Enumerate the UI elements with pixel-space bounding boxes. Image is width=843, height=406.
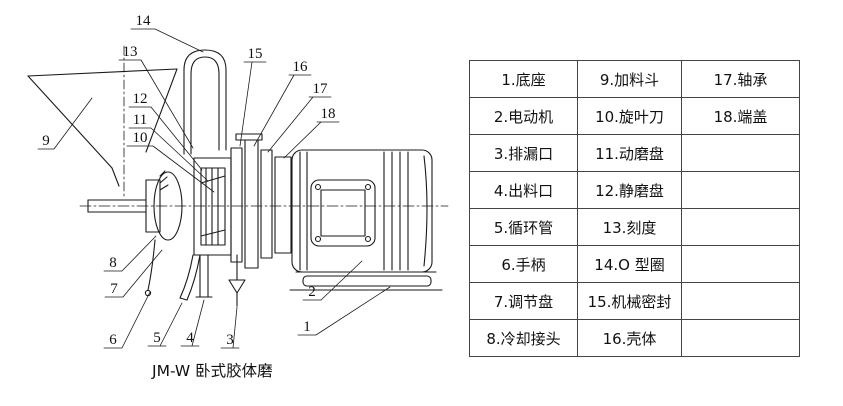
- table-cell: 13.刻度: [577, 208, 682, 246]
- table-cell: [681, 171, 800, 209]
- table-row: 4.出料口 12.静磨盘: [469, 171, 800, 209]
- table-cell: 9.加料斗: [577, 60, 682, 98]
- callout-14: 14: [136, 13, 152, 29]
- callout-11: 11: [133, 112, 147, 128]
- table-cell: 7.调节盘: [469, 282, 578, 320]
- callout-18: 18: [321, 106, 336, 122]
- callout-16: 16: [293, 59, 309, 75]
- table-row: 1.底座 9.加料斗 17.轴承: [469, 60, 800, 98]
- callout-4: 4: [186, 330, 194, 346]
- seal-plates: [230, 133, 292, 269]
- table-cell: 10.旋叶刀: [577, 97, 682, 135]
- adjusting-disc: [145, 170, 183, 241]
- callout-5: 5: [153, 330, 161, 346]
- callout-9: 9: [42, 133, 50, 149]
- table-cell: 11.动磨盘: [577, 134, 682, 172]
- table-cell: 14.O 型圈: [577, 245, 682, 283]
- callout-2: 2: [308, 284, 316, 300]
- callout-7: 7: [110, 281, 118, 297]
- table-cell: 16.壳体: [577, 319, 682, 357]
- table-row: 6.手柄 14.O 型圈: [469, 245, 800, 283]
- table-cell: 6.手柄: [469, 245, 578, 283]
- table-cell: [681, 134, 800, 172]
- outlet-pipe: [195, 254, 213, 298]
- callout-15: 15: [248, 46, 263, 62]
- table-cell: 17.轴承: [681, 60, 800, 98]
- table-cell: 12.静磨盘: [577, 171, 682, 209]
- callout-8: 8: [109, 255, 117, 271]
- callout-1: 1: [303, 319, 311, 335]
- callout-12: 12: [133, 91, 148, 107]
- table-row: 5.循环管 13.刻度: [469, 208, 800, 246]
- table-row: 3.排漏口 11.动磨盘: [469, 134, 800, 172]
- table-row: 7.调节盘 15.机械密封: [469, 282, 800, 320]
- table-cell: [681, 208, 800, 246]
- motor: [291, 149, 433, 273]
- circulation-pipe: [179, 254, 201, 301]
- base: [289, 271, 443, 291]
- callout-3: 3: [226, 332, 234, 348]
- inlet-pipe: [183, 49, 227, 155]
- table-cell: 3.排漏口: [469, 134, 578, 172]
- table-row: 2.电动机 10.旋叶刀 18.端盖: [469, 97, 800, 135]
- table-cell: 5.循环管: [469, 208, 578, 246]
- drain-valve: [228, 254, 246, 307]
- table-row: 8.冷却接头 16.壳体: [469, 319, 800, 357]
- parts-table: 1.底座 9.加料斗 17.轴承 2.电动机 10.旋叶刀 18.端盖 3.排漏…: [469, 60, 800, 357]
- callout-17: 17: [313, 81, 329, 97]
- table-cell: [681, 282, 800, 320]
- callout-10: 10: [133, 130, 148, 146]
- mill-diagram: 1 2 3 4 5 6 7 8 9 10 11 12 13 14 15 16 1…: [27, 13, 449, 380]
- handle-rod: [87, 199, 147, 213]
- hopper: [27, 68, 178, 187]
- leader-lines: [37, 28, 391, 349]
- callout-6: 6: [109, 332, 117, 348]
- table-cell: 8.冷却接头: [469, 319, 578, 357]
- table-cell: 18.端盖: [681, 97, 800, 135]
- table-cell: [681, 245, 800, 283]
- table-cell: 4.出料口: [469, 171, 578, 209]
- table-cell: [681, 319, 800, 357]
- callout-numbers: 1 2 3 4 5 6 7 8 9 10 11 12 13 14 15 16 1…: [42, 13, 335, 348]
- diagram-caption: JM-W 卧式胶体磨: [151, 362, 273, 380]
- table-cell: 15.机械密封: [577, 282, 682, 320]
- table-cell: 1.底座: [469, 60, 578, 98]
- callout-13: 13: [123, 44, 138, 60]
- grinding-chamber: [193, 157, 232, 256]
- table-cell: 2.电动机: [469, 97, 578, 135]
